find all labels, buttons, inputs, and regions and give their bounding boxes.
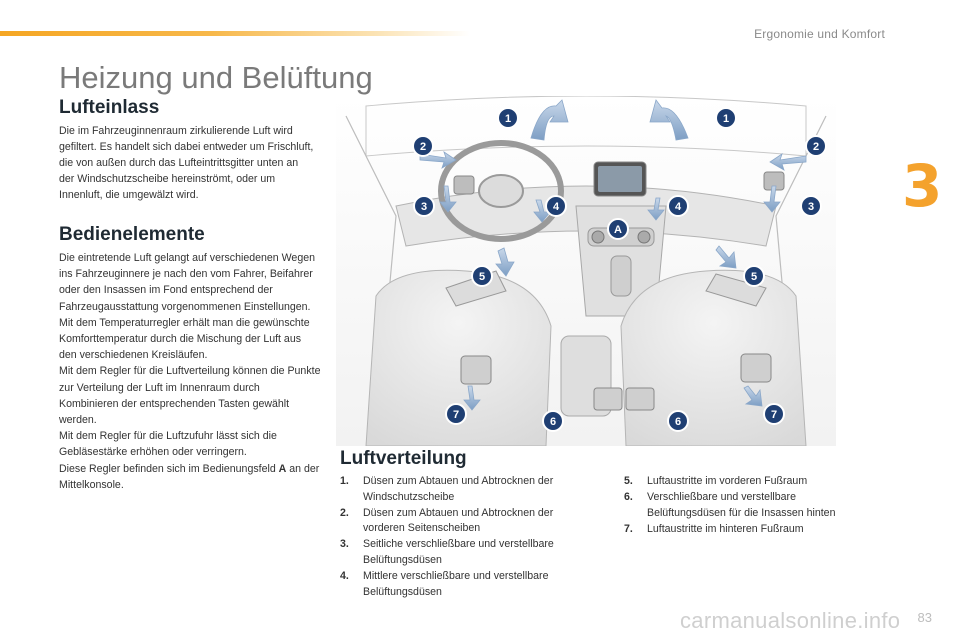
heading-luftverteilung: Luftverteilung: [340, 448, 467, 469]
callout-5-left-label: 5: [479, 271, 485, 283]
callout-3-right: 3: [800, 195, 822, 217]
list-item-number: 4.: [340, 570, 349, 583]
bedien-paragraph-5: Diese Regler befinden sich im Bedienungs…: [59, 461, 321, 493]
callout-3-left-label: 3: [421, 201, 427, 213]
callout-4-left-label: 4: [553, 201, 560, 213]
callout-3-right-label: 3: [808, 201, 814, 213]
callout-a: A: [607, 218, 629, 240]
callout-5-left: 5: [471, 265, 493, 287]
heading-bedienelemente: Bedienelemente: [59, 224, 205, 245]
bedien-paragraph-3: Mit dem Regler für die Luftverteilung kö…: [59, 365, 321, 427]
callout-6-left-label: 6: [550, 416, 556, 428]
paragraph-lufteinlass: Die im Fahrzeuginnenraum zirkulierende L…: [59, 125, 314, 201]
callout-badges: 1 1 2 2 3 3 4 4: [412, 107, 827, 432]
list-item-text: Düsen zum Abtauen und Abtrocknen der vor…: [363, 506, 554, 535]
callout-3-left: 3: [413, 195, 435, 217]
list-item-text: Düsen zum Abtauen und Abtrocknen der Win…: [363, 475, 554, 503]
watermark: carmanualsonline.info: [680, 608, 901, 633]
callout-7-left: 7: [445, 403, 467, 425]
list-item: 2. Düsen zum Abtauen und Abtrocknen der v…: [340, 506, 592, 537]
list-item: 1. Düsen zum Abtauen und Abtrocknen der W…: [340, 474, 592, 505]
bedien-p5-pre: Diese Regler befinden sich im Bedienungs…: [59, 462, 279, 475]
callout-4-left: 4: [545, 195, 567, 217]
list-item-number: 3.: [340, 538, 349, 551]
callout-7-left-label: 7: [453, 409, 459, 421]
list-item-number: 2.: [340, 506, 349, 519]
list-item: 5. Luftaustritte im vorderen Fußraum: [624, 474, 874, 490]
list-item: 7. Luftaustritte im hinteren Fußraum: [624, 522, 874, 538]
paragraph-bedienelemente: Die eintretende Luft gelangt auf verschi…: [59, 250, 321, 493]
callout-6-left: 6: [542, 410, 564, 432]
ventilation-illustration: 1 1 2 2 3 3 4 4: [336, 96, 836, 446]
callout-5-right: 5: [743, 265, 765, 287]
callout-5-right-label: 5: [751, 271, 757, 283]
bedien-paragraph-1: Die eintretende Luft gelangt auf verschi…: [59, 252, 315, 313]
callout-7-right-label: 7: [771, 409, 777, 421]
callout-2-right-label: 2: [813, 141, 819, 153]
bedien-paragraph-2: Mit dem Temperaturregler erhält man die …: [59, 316, 310, 362]
list-item-number: 6.: [624, 491, 633, 504]
list-item-text: Luftaustritte im vorderen Fußraum: [647, 475, 808, 487]
callout-4-right-label: 4: [675, 201, 682, 213]
bedien-paragraph-4: Mit dem Regler für die Luftzufuhr lässt …: [59, 430, 277, 459]
bedien-p5-bold: A: [278, 462, 287, 475]
page-number: 83: [917, 610, 932, 625]
callout-6-right-label: 6: [675, 416, 681, 428]
callout-7-right: 7: [763, 403, 785, 425]
list-item: 6. Verschließbare und verstellbare Belüft…: [624, 490, 874, 521]
list-item-text: Mittlere verschließbare und verstellbare…: [363, 570, 549, 598]
callout-1-right: 1: [715, 107, 737, 129]
bedien-p5-post: an der Mittelkonsole.: [59, 462, 320, 491]
heading-lufteinlass: Lufteinlass: [59, 97, 160, 118]
list-item: 4. Mittlere verschließbare und verstellba…: [340, 569, 592, 600]
callout-2-right: 2: [805, 135, 827, 157]
page-title: Heizung und Belüftung: [59, 60, 373, 95]
section-header: Ergonomie und Komfort: [754, 27, 885, 41]
callout-1-left-label: 1: [505, 113, 511, 125]
chapter-number: 3: [902, 152, 943, 220]
list-item-text: Seitliche verschließbare und verstellbar…: [363, 538, 554, 566]
distribution-list-left: 1. Düsen zum Abtauen und Abtrocknen der W…: [340, 474, 592, 601]
distribution-list-right: 5. Luftaustritte im vorderen Fußraum 6. Ve…: [624, 474, 874, 538]
list-item-text: Verschließbare und verstellbare Belüftun…: [647, 491, 836, 519]
list-item-number: 1.: [340, 475, 349, 487]
airflow-arrows: [419, 99, 807, 411]
list-item-number: 5.: [624, 475, 633, 487]
callout-1-left: 1: [497, 107, 519, 129]
callout-2-left: 2: [412, 135, 434, 157]
callout-1-right-label: 1: [723, 113, 729, 125]
callout-4-right: 4: [667, 195, 689, 217]
callout-a-label: A: [614, 224, 622, 236]
callout-6-right: 6: [667, 410, 689, 432]
list-item: 3. Seitliche verschließbare und verstellb…: [340, 537, 592, 568]
callout-2-left-label: 2: [420, 141, 426, 153]
list-item-text: Luftaustritte im hinteren Fußraum: [647, 522, 804, 535]
list-item-number: 7.: [624, 522, 633, 535]
header-accent-bar: [0, 31, 470, 36]
